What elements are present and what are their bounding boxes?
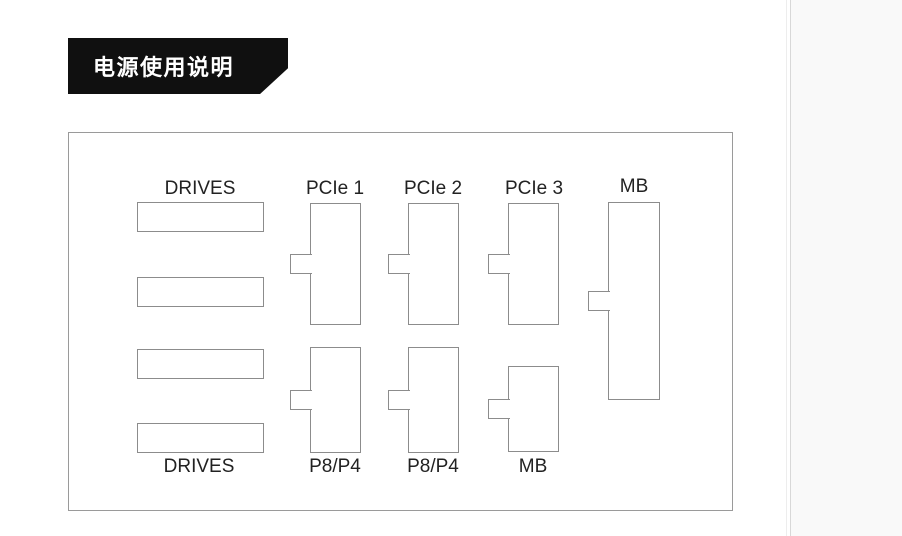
- label-pcie3: PCIe 3: [504, 178, 564, 199]
- connector-tab: [488, 254, 510, 274]
- connector-tab: [290, 254, 312, 274]
- p8p4-connector-shape-right: [388, 347, 459, 453]
- connector-tab: [588, 291, 610, 311]
- power-connection-diagram: DRIVES PCIe 1 PCIe 2 PCIe 3 MB P8/P4 P8/…: [68, 132, 733, 511]
- label-pcie2: PCIe 2: [403, 178, 463, 199]
- connector-tab: [388, 254, 410, 274]
- connector-tab: [388, 390, 410, 410]
- side-panel: [790, 0, 902, 536]
- label-drives-bottom: DRIVES: [163, 456, 235, 477]
- pcie1-connector-shape: [290, 203, 361, 325]
- label-mb-top: MB: [619, 176, 649, 197]
- label-mb-bottom: MB: [518, 456, 548, 477]
- connector-tab: [488, 399, 510, 419]
- drive-power-connector-2: [137, 277, 264, 307]
- page-edge-line: [786, 0, 787, 536]
- section-title-banner: 电源使用说明: [68, 38, 288, 94]
- label-p8p4-left: P8/P4: [309, 456, 361, 477]
- pcie3-connector-shape: [488, 203, 559, 325]
- connector-tab: [290, 390, 312, 410]
- drive-power-connector-1: [137, 202, 264, 232]
- banner-title: 电源使用说明: [93, 55, 235, 80]
- label-p8p4-right: P8/P4: [407, 456, 459, 477]
- drive-power-connector-3: [137, 349, 264, 379]
- p8p4-connector-shape-left: [290, 347, 361, 453]
- label-pcie1: PCIe 1: [305, 178, 365, 199]
- mb-24pin-connector-shape: [588, 202, 660, 400]
- pcie2-connector-shape: [388, 203, 459, 325]
- mb-connector-shape-bottom: [488, 366, 559, 452]
- label-drives-top: DRIVES: [164, 178, 236, 199]
- drive-power-connector-4: [137, 423, 264, 453]
